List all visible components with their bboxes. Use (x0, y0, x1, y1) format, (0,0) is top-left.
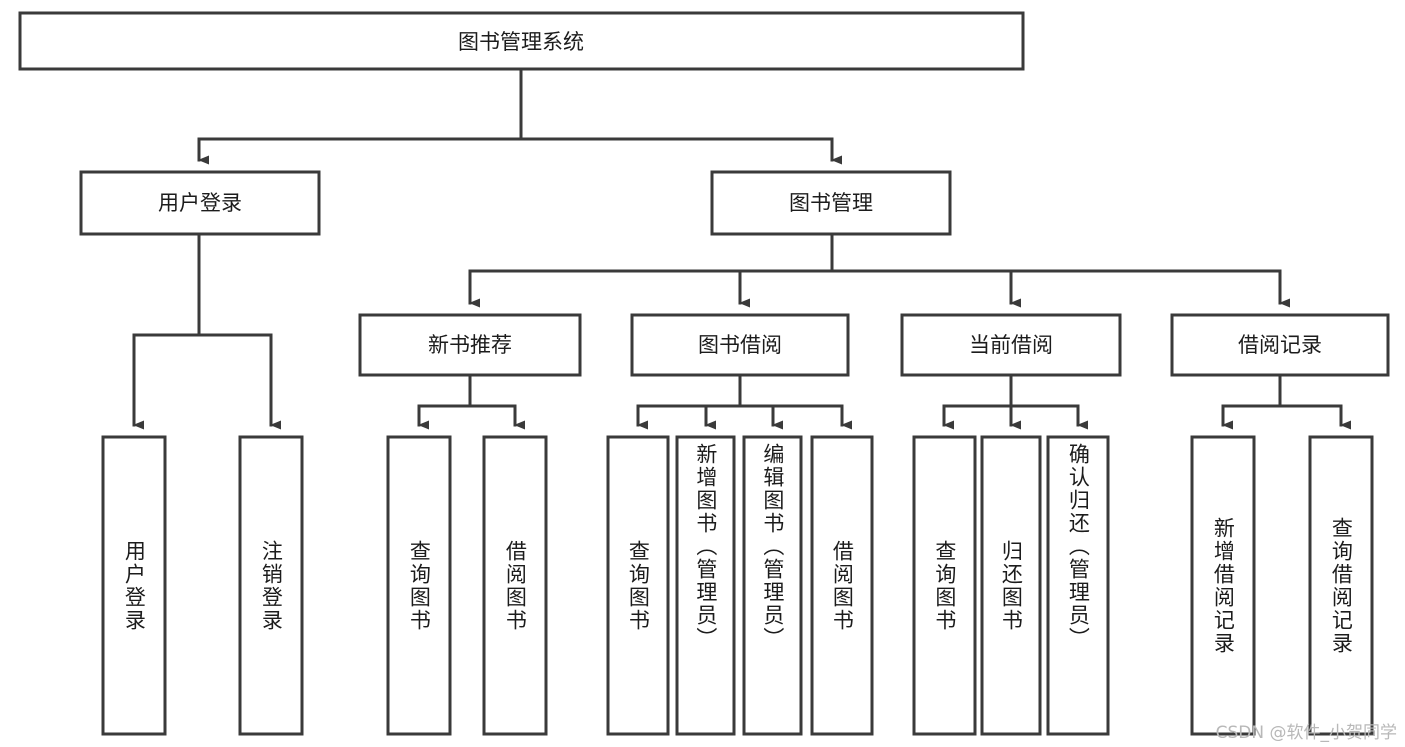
leaf-user-logout-box[interactable] (238, 435, 304, 736)
node-book-borrow-label: 图书借阅 (698, 333, 782, 357)
leaf-borrow-book-2-box[interactable] (810, 435, 874, 736)
edge-group-new-book-recommend (417, 373, 525, 430)
leaf-confirm-return-box[interactable] (1046, 435, 1110, 736)
edge-group-user-login (132, 232, 281, 430)
node-borrow-record-box[interactable] (1170, 313, 1390, 377)
edge-group-root (197, 67, 842, 165)
leaf-query-book-2-box[interactable] (606, 435, 670, 736)
edge-group-book-management (468, 232, 1290, 308)
leaf-add-record-box[interactable] (1190, 435, 1256, 736)
node-book-management[interactable]: 图书管理 (710, 170, 952, 236)
edge-group-borrow-record (1221, 373, 1351, 430)
edge-group-book-borrow (636, 373, 852, 430)
node-user-login[interactable]: 用户登录 (79, 170, 321, 236)
node-user-login-box[interactable] (79, 170, 321, 236)
node-new-book-recommend[interactable]: 新书推荐 (358, 313, 582, 377)
node-book-management-box[interactable] (710, 170, 952, 236)
node-borrow-record-label: 借阅记录 (1238, 333, 1322, 357)
node-book-management-label: 图书管理 (789, 191, 873, 215)
leaf-query-book-1-box[interactable] (386, 435, 452, 736)
leaf-return-book-box[interactable] (980, 435, 1042, 736)
leaf-edit-book-box[interactable] (742, 435, 803, 736)
node-new-book-recommend-label: 新书推荐 (428, 333, 512, 357)
node-current-borrow[interactable]: 当前借阅 (900, 313, 1122, 377)
node-current-borrow-box[interactable] (900, 313, 1122, 377)
node-root-box[interactable] (18, 11, 1025, 71)
node-book-borrow[interactable]: 图书借阅 (630, 313, 850, 377)
leaf-borrow-book-1-box[interactable] (482, 435, 548, 736)
node-current-borrow-label: 当前借阅 (969, 333, 1053, 357)
leaf-user-login-box[interactable] (101, 435, 167, 736)
node-user-login-label: 用户登录 (158, 191, 242, 215)
node-new-book-recommend-box[interactable] (358, 313, 582, 377)
leaf-query-record-box[interactable] (1308, 435, 1374, 736)
node-root-label: 图书管理系统 (458, 30, 584, 54)
node-book-borrow-box[interactable] (630, 313, 850, 377)
leaf-add-book-box[interactable] (675, 435, 736, 736)
node-borrow-record[interactable]: 借阅记录 (1170, 313, 1390, 377)
leaf-query-book-3-box[interactable] (912, 435, 977, 736)
edge-group-current-borrow (942, 373, 1088, 430)
node-root[interactable]: 图书管理系统 (18, 11, 1025, 71)
leaf-boxes (101, 435, 1374, 736)
